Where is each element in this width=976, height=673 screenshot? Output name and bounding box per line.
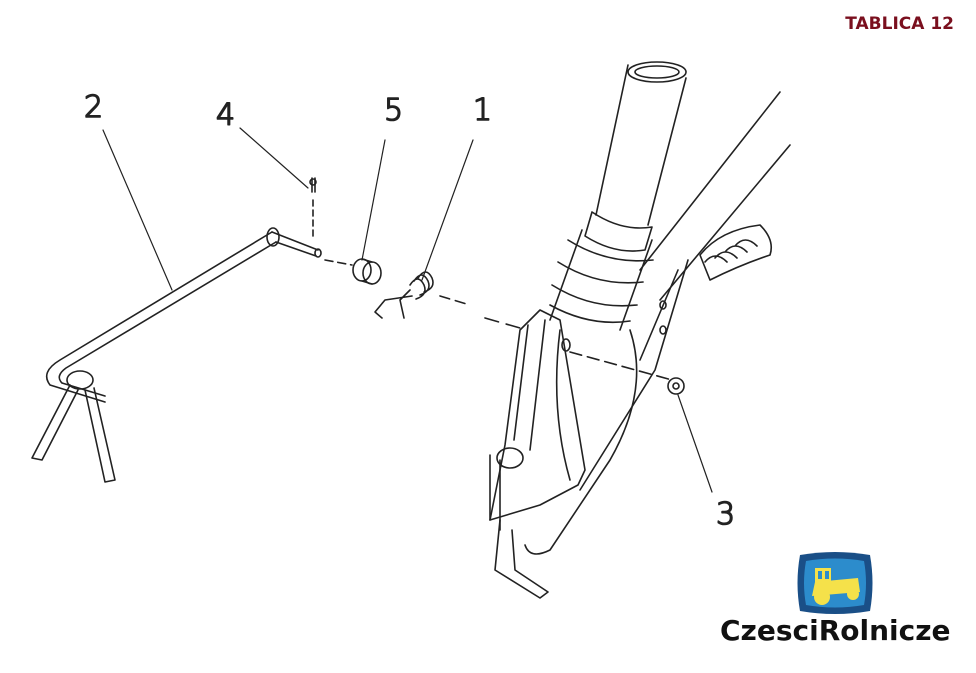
leader-lines <box>102 127 713 493</box>
page-title: TABLICA 12 <box>845 14 954 34</box>
callout-4: 4 <box>216 98 235 133</box>
rod-part-2 <box>31 227 322 483</box>
logo-wordmark: CzesciRolnicze <box>720 614 951 647</box>
pin-part-4 <box>309 177 317 241</box>
frame-assembly <box>489 61 791 599</box>
bushing-part-5 <box>324 258 382 285</box>
callout-1: 1 <box>473 93 492 128</box>
spring-part-1 <box>374 271 521 329</box>
logo-badge <box>797 552 873 614</box>
callout-2: 2 <box>84 90 103 125</box>
callout-5: 5 <box>384 93 403 128</box>
callout-3: 3 <box>716 497 735 532</box>
